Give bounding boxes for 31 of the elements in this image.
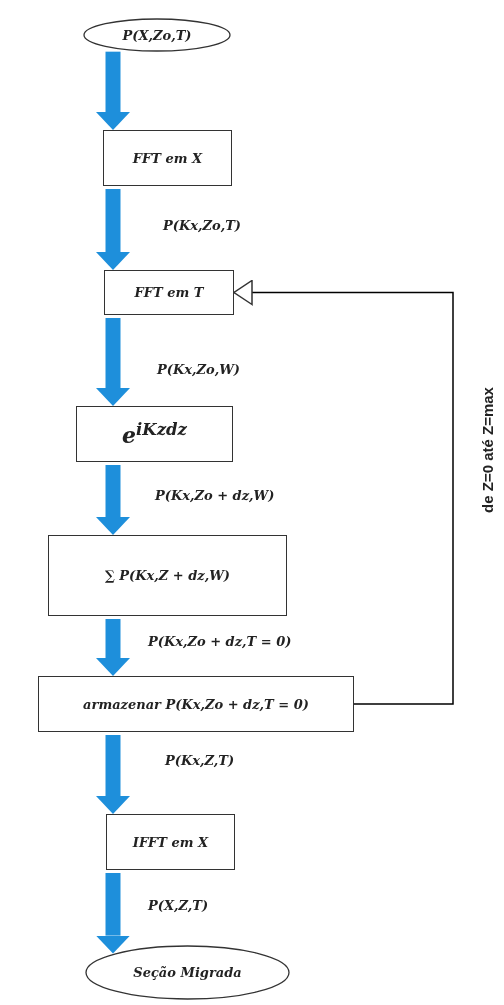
feedback-arrow [233, 279, 454, 705]
process-box [104, 270, 234, 315]
node-text: armazenar P(Kx,Zo + dz,T = 0) [83, 696, 309, 712]
edge-label: P(Kx,Zo,T) [163, 218, 241, 233]
process-box [38, 676, 354, 732]
node-text: e$^{iKzdz}$ [122, 419, 187, 449]
process-box [76, 406, 233, 462]
process-box [48, 535, 287, 616]
block-arrow [96, 873, 130, 954]
terminal-ellipse [85, 945, 290, 1000]
node-text: FFT em T [134, 285, 204, 300]
edge-label: P(X,Z,T) [148, 898, 209, 913]
block-arrow [96, 735, 130, 814]
node-text: IFFT em X [132, 834, 209, 850]
edge-label: P(Kx,Zo,W) [157, 362, 240, 377]
block-arrow [96, 51, 130, 130]
block-arrow [96, 318, 130, 406]
edge-label: P(Kx,Zo + dz,W) [155, 488, 275, 503]
process-box [106, 814, 235, 870]
node-text: Seção Migrada [133, 965, 242, 980]
process-box [103, 130, 232, 186]
node-text: FFT em X [132, 150, 203, 166]
block-arrow [96, 465, 130, 535]
edge-label: P(Kx,Z,T) [165, 753, 235, 768]
edge-label: de Z=0 até Z=max [478, 387, 496, 513]
block-arrow [96, 619, 130, 676]
edge-label: P(Kx,Zo + dz,T = 0) [148, 634, 292, 649]
block-arrow [96, 189, 130, 270]
terminal-ellipse [83, 18, 231, 52]
node-text: ∑ P(Kx,Z + dz,W) [105, 568, 230, 583]
node-text: P(X,Zo,T) [122, 27, 192, 43]
